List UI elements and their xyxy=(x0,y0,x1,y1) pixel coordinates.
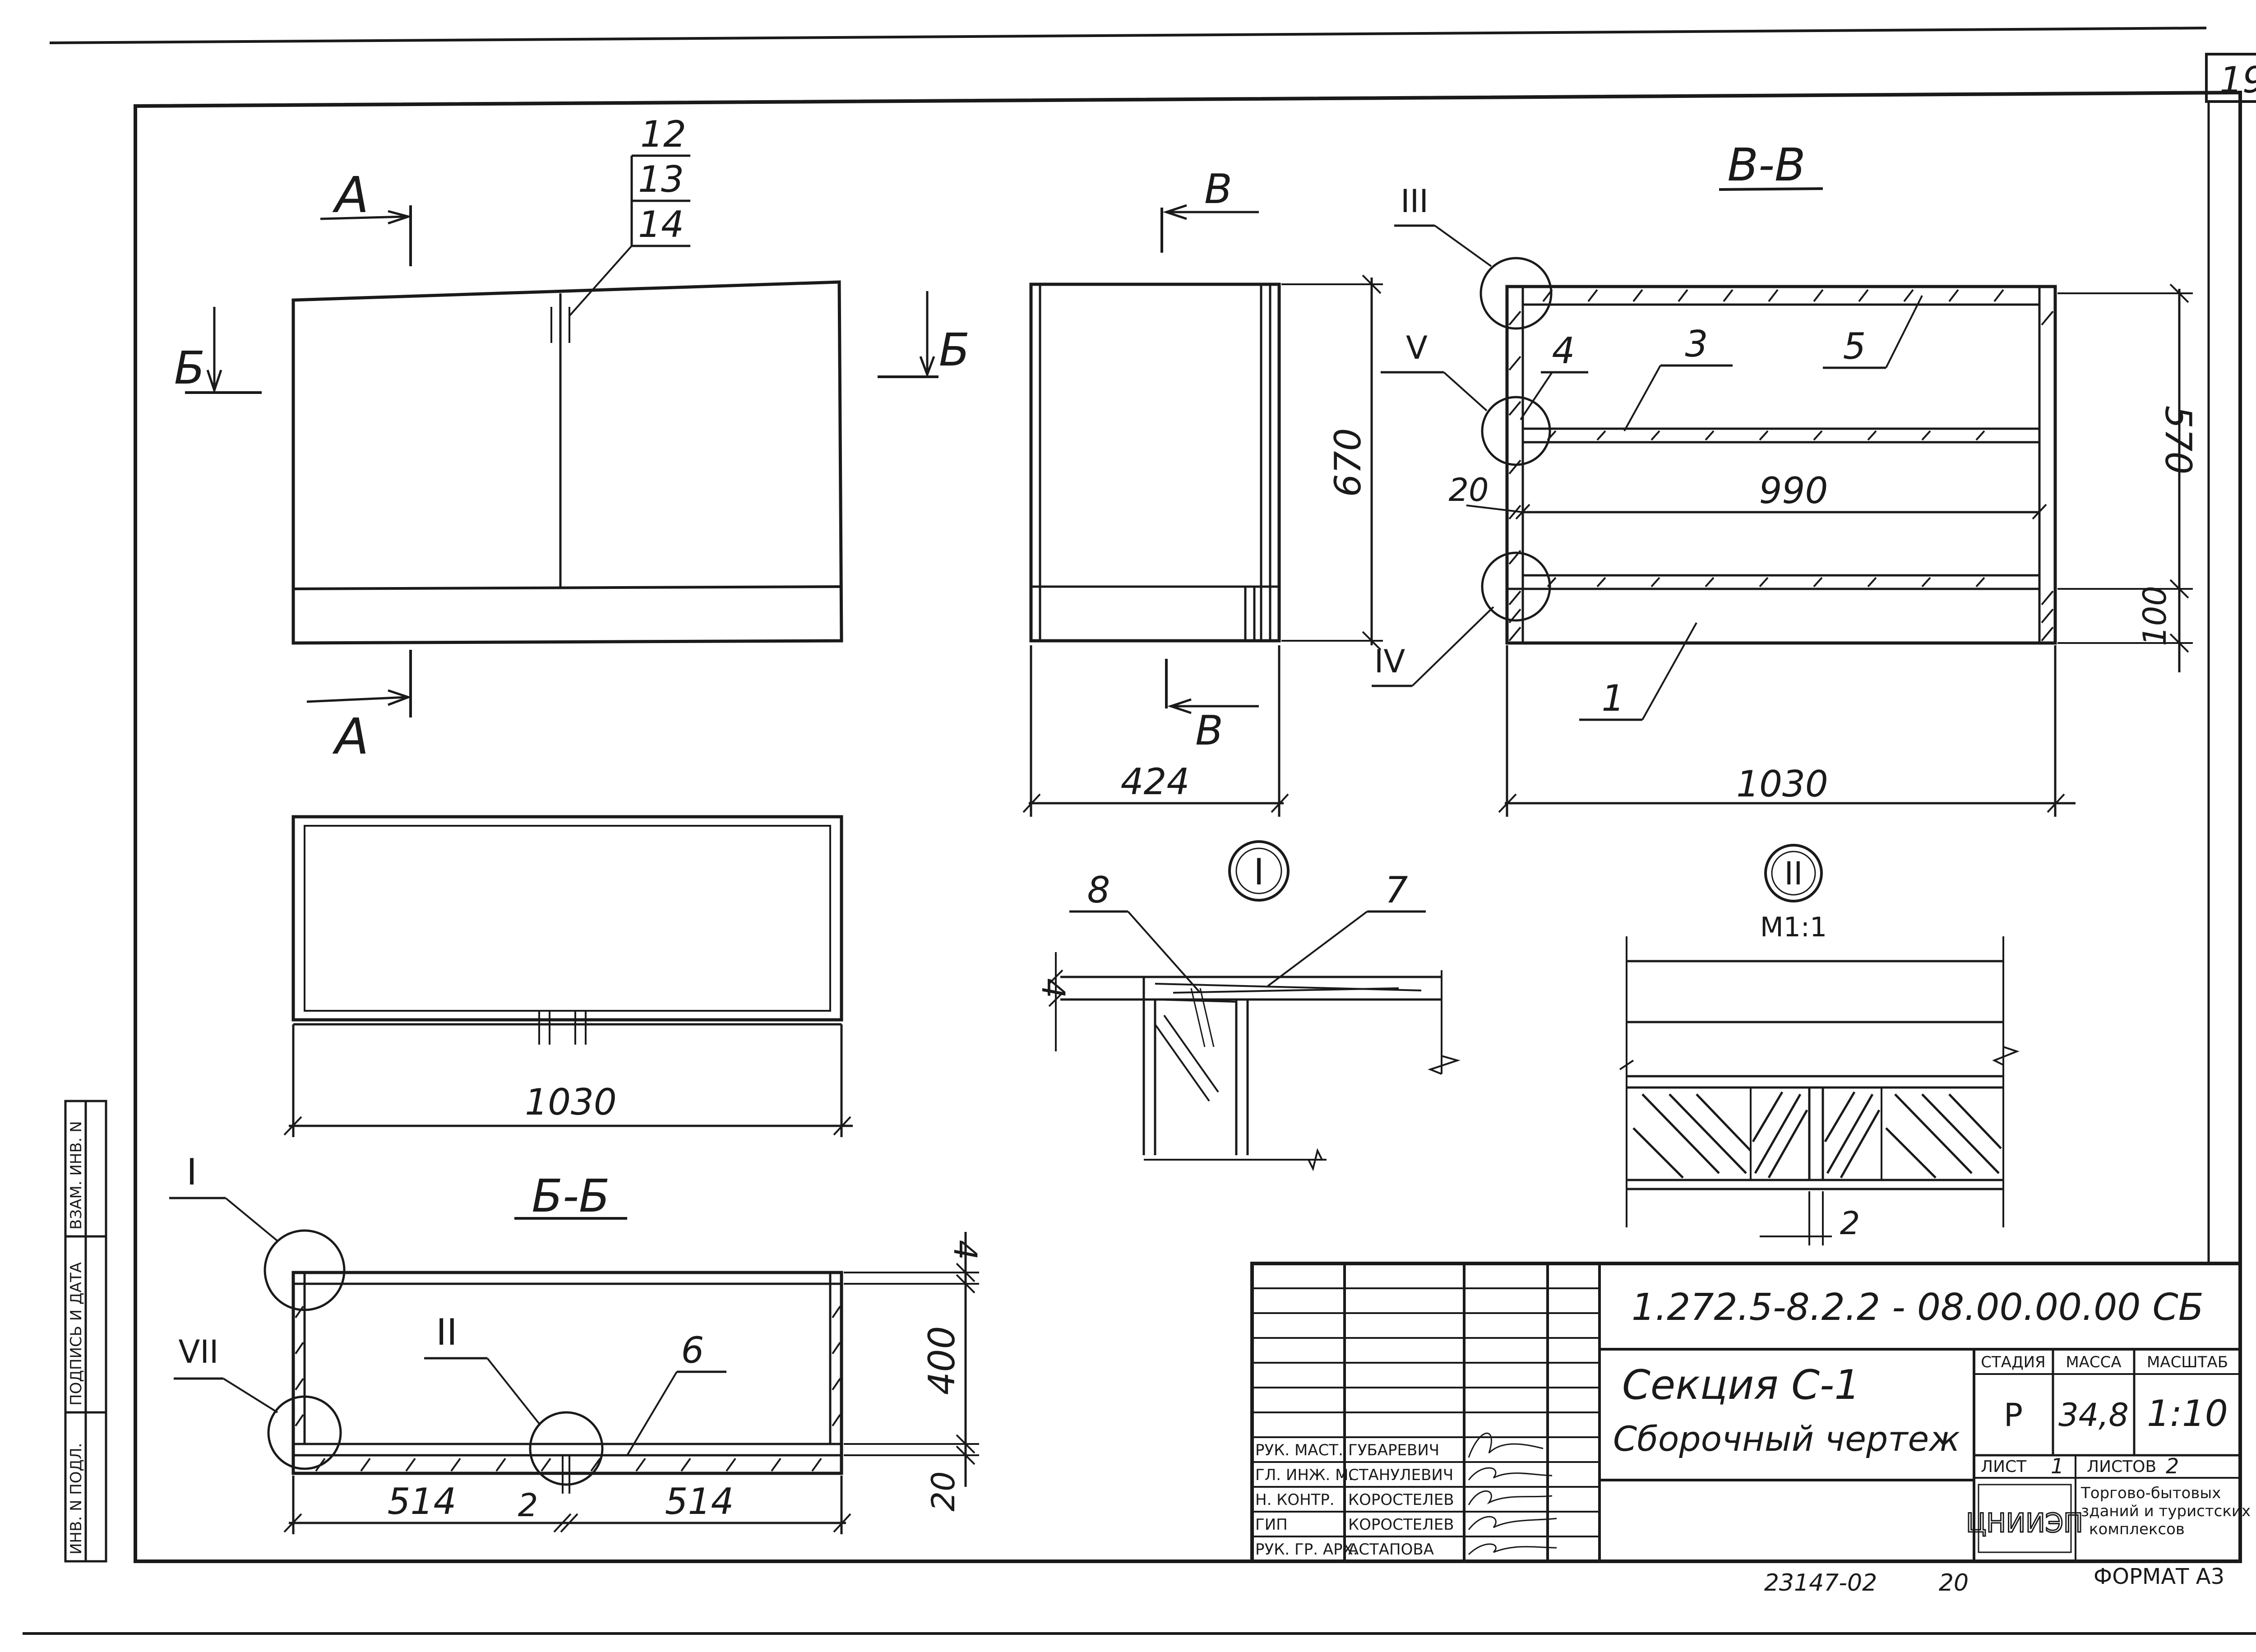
callout-14: 14 xyxy=(638,204,684,245)
callout-i: I xyxy=(186,1151,197,1193)
callout-13: 13 xyxy=(638,158,684,200)
section-v-bottom: В xyxy=(1195,707,1223,754)
dim-20-vv: 20 xyxy=(1448,472,1489,509)
section-a-top: А xyxy=(332,166,369,224)
section-bb-title: Б-Б xyxy=(532,1170,610,1222)
callout-1: 1 xyxy=(1602,677,1625,719)
name-4: АСТАПОВА xyxy=(1348,1541,1434,1559)
detail-i-label: I xyxy=(1253,851,1264,893)
title-block: РУК. МАСТ. ГУБАРЕВИЧ ГЛ. ИНЖ. М. СТАНУЛЕ… xyxy=(1250,1262,2251,1563)
org-line3: комплексов xyxy=(2089,1520,2185,1538)
stage-header: СТАДИЯ xyxy=(1981,1353,2045,1371)
callout-5: 5 xyxy=(1843,325,1866,367)
org-line2: зданий и туристских xyxy=(2081,1502,2251,1520)
section-a-bottom: А xyxy=(332,708,369,765)
callout-ii-bb: II xyxy=(436,1311,457,1353)
callout-8: 8 xyxy=(1087,869,1110,911)
callout-vii: VII xyxy=(178,1333,218,1370)
detail-ii-label: II xyxy=(1784,855,1803,892)
drawing-frame: 19 xyxy=(23,27,2256,1635)
dim-4-detail: 4 xyxy=(1035,978,1072,999)
callout-iv: IV xyxy=(1374,643,1405,680)
doc-number: 23147-02 xyxy=(1764,1569,1877,1596)
dim-990: 990 xyxy=(1759,470,1828,512)
dim-670: 670 xyxy=(1327,428,1369,497)
callout-6: 6 xyxy=(681,1329,704,1371)
section-vv: В-В III V IV xyxy=(1372,139,2199,817)
name-2: КОРОСТЕЛЕВ xyxy=(1348,1491,1454,1509)
mass-value: 34,8 xyxy=(2058,1397,2129,1434)
org-logo-box xyxy=(1978,1484,2072,1553)
drawing-name-line1: Секция С-1 xyxy=(1622,1361,1860,1409)
sheet-value: 1 xyxy=(2051,1454,2064,1478)
sheet-number: 19 xyxy=(2219,59,2256,101)
footer: 23147-02 20 ФОРМАТ А3 xyxy=(1764,1564,2224,1596)
sheet-label: ЛИСТ xyxy=(1981,1458,2027,1476)
vv-right-wall xyxy=(2038,285,2057,644)
stage-value: Р xyxy=(2004,1397,2023,1434)
callout-3: 3 xyxy=(1685,323,1708,365)
side-strip-vzam: ВЗАМ. ИНВ. N xyxy=(67,1121,85,1230)
role-0: РУК. МАСТ. xyxy=(1255,1441,1343,1459)
drawing-name-line2: Сборочный чертеж xyxy=(1613,1419,1960,1459)
section-bb: Б-Б I VII II 6 xyxy=(169,1151,984,1534)
section-vv-title: В-В xyxy=(1727,139,1805,191)
dim-2-bb: 2 xyxy=(518,1487,538,1524)
section-v-top: В xyxy=(1204,166,1232,213)
name-0: ГУБАРЕВИЧ xyxy=(1348,1441,1439,1459)
bb-hatching xyxy=(295,1305,841,1472)
callout-iii: III xyxy=(1401,183,1428,220)
role-1: ГЛ. ИНЖ. М. xyxy=(1255,1466,1353,1484)
dim-424: 424 xyxy=(1121,761,1190,803)
dim-100: 100 xyxy=(2136,586,2173,646)
detail-i: I 4 8 7 xyxy=(1035,840,1461,1171)
name-1: СТАНУЛЕВИЧ xyxy=(1348,1466,1453,1484)
detail-ii-scale: М1:1 xyxy=(1760,912,1827,943)
dim-4-bb: 4 xyxy=(947,1240,984,1260)
page-number: 20 xyxy=(1939,1569,1969,1596)
side-view: 670 424 В В xyxy=(1022,166,1383,817)
top-view: 1030 xyxy=(283,815,853,1137)
sheets-label: ЛИСТОВ xyxy=(2087,1458,2156,1476)
callout-4: 4 xyxy=(1552,330,1575,372)
role-4: РУК. ГР. АРХ. xyxy=(1255,1541,1358,1559)
dim-20-bb: 20 xyxy=(925,1471,962,1511)
section-b-right: Б xyxy=(939,324,970,376)
vv-hatching xyxy=(1508,289,2054,642)
callout-v: V xyxy=(1406,329,1428,366)
dim-570: 570 xyxy=(2157,406,2199,475)
role-2: Н. КОНТР. xyxy=(1255,1491,1335,1509)
dim-2-detail: 2 xyxy=(1840,1205,1860,1242)
scale-header: МАСШТАБ xyxy=(2147,1353,2228,1371)
callout-7: 7 xyxy=(1385,869,1408,911)
designation: 1.272.5-8.2.2 - 08.00.00.00 СБ xyxy=(1632,1286,2204,1329)
side-strip: ВЗАМ. ИНВ. N ПОДПИСЬ И ДАТА ИНВ. N ПОДЛ. xyxy=(64,1100,107,1563)
format-label: ФОРМАТ А3 xyxy=(2094,1564,2224,1589)
dim-514-right: 514 xyxy=(665,1481,734,1522)
dim-1030-vv: 1030 xyxy=(1736,763,1828,805)
dim-514-left: 514 xyxy=(388,1481,457,1522)
front-view: 12 13 14 А А Б Б xyxy=(174,113,970,765)
role-3: ГИП xyxy=(1255,1516,1288,1534)
section-b-left: Б xyxy=(174,342,205,394)
name-3: КОРОСТЕЛЕВ xyxy=(1348,1516,1454,1534)
callout-12: 12 xyxy=(640,113,686,155)
side-strip-podpis: ПОДПИСЬ И ДАТА xyxy=(67,1262,85,1406)
dim-1030-top: 1030 xyxy=(525,1081,617,1123)
detail-ii-hatching xyxy=(1632,1091,2002,1179)
dim-400: 400 xyxy=(921,1326,963,1395)
detail-ii: II М1:1 2 xyxy=(1619,844,2020,1245)
sheets-value: 2 xyxy=(2166,1454,2179,1478)
signatures xyxy=(1468,1432,1557,1555)
org-line1: Торгово-бытовых xyxy=(2080,1484,2221,1502)
side-strip-inv-podl: ИНВ. N ПОДЛ. xyxy=(67,1443,85,1555)
scale-value: 1:10 xyxy=(2147,1393,2228,1435)
mass-header: МАССА xyxy=(2066,1353,2121,1371)
org-logo: ЦНИИЭП xyxy=(1966,1508,2083,1538)
